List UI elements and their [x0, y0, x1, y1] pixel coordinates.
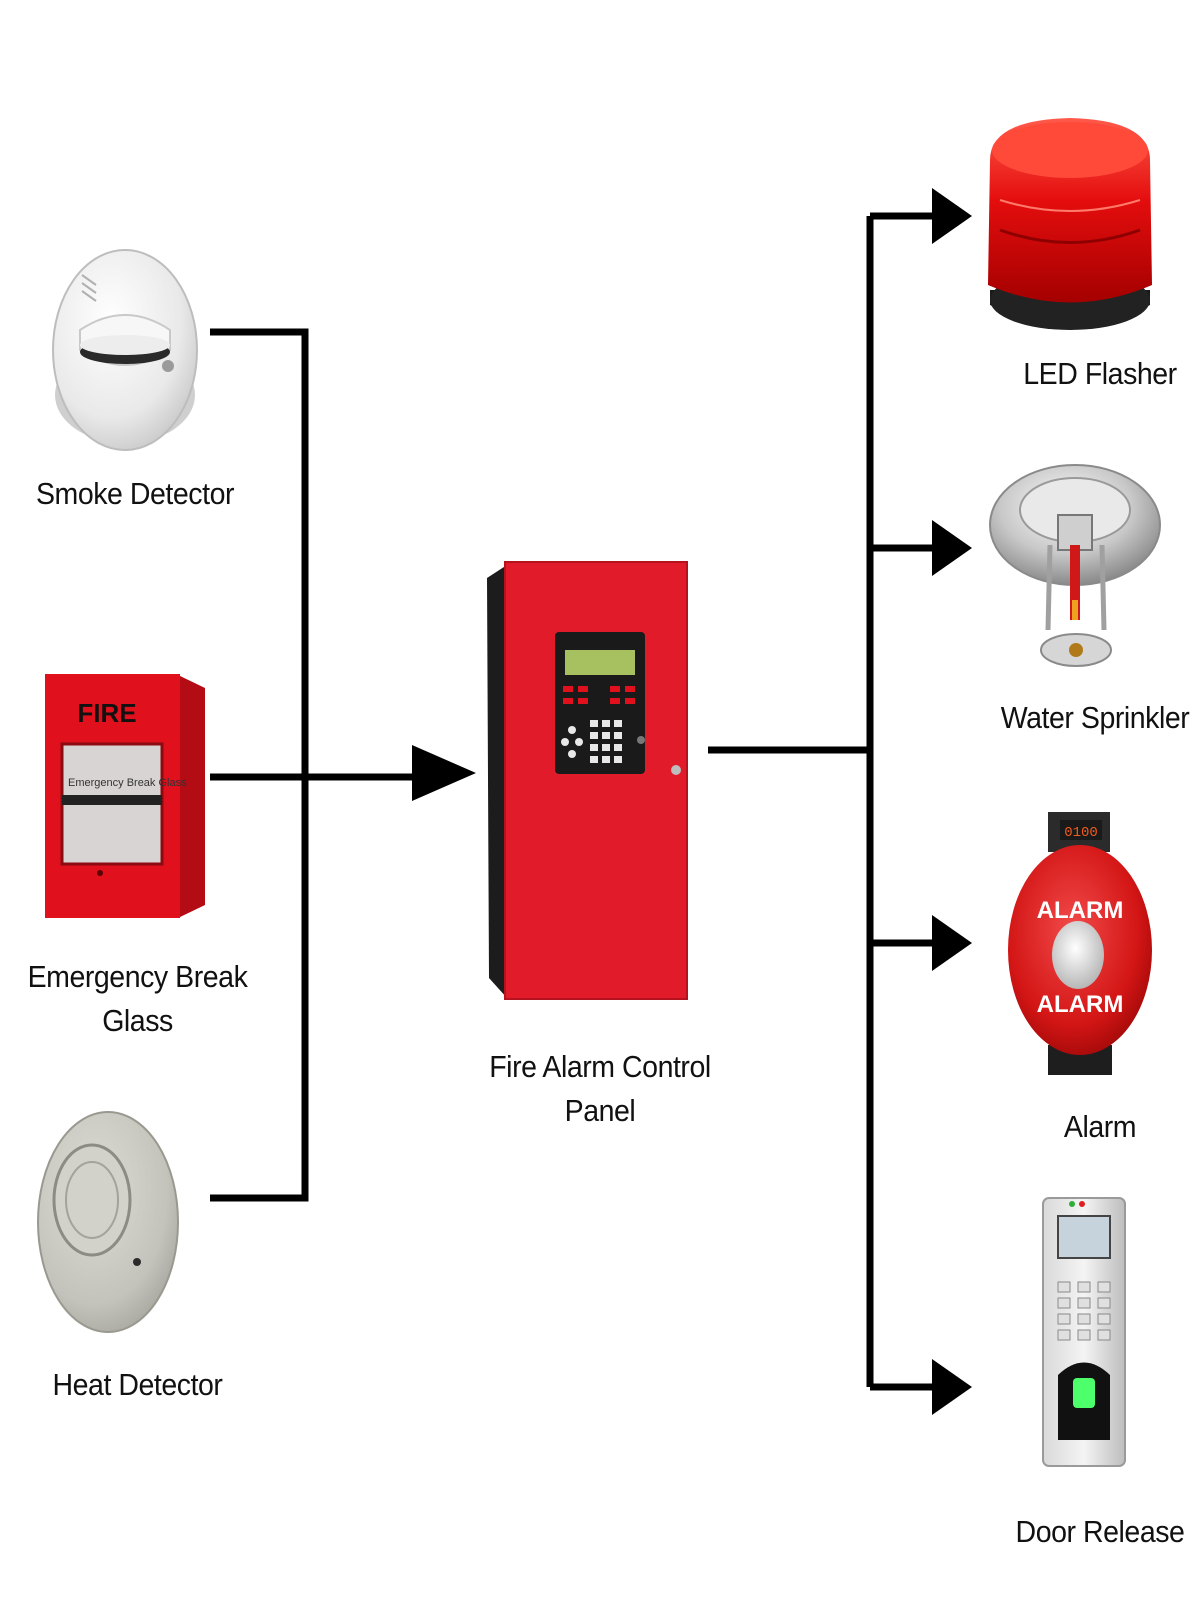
emergency-break-glass-label: Emergency Break Glass — [25, 955, 250, 1043]
smoke-detector-label-text: Smoke Detector — [36, 476, 234, 511]
bell-display: 0100 — [1064, 825, 1098, 841]
input-bus-line — [210, 332, 305, 1198]
door-release-icon — [1043, 1198, 1125, 1466]
led-flasher-label: LED Flasher — [1008, 352, 1192, 396]
led-flasher-label-text: LED Flasher — [1023, 356, 1176, 391]
emergency-break-glass-label-line2: Glass — [25, 999, 250, 1043]
bell-text-top: ALARM — [1037, 897, 1124, 924]
smoke-detector-icon — [53, 250, 197, 450]
arrow-door-icon — [932, 1359, 972, 1415]
arrow-to-panel-icon — [412, 745, 476, 801]
alarm-label: Alarm — [1026, 1105, 1173, 1149]
door-release-label: Door Release — [1008, 1510, 1192, 1554]
water-sprinkler-label: Water Sprinkler — [998, 696, 1191, 740]
fire-sign: FIRE — [77, 698, 136, 728]
alarm-label-text: Alarm — [1064, 1109, 1136, 1144]
heat-detector-icon — [38, 1112, 178, 1332]
arrow-sprinkler-icon — [932, 520, 972, 576]
arrow-alarm-icon — [932, 915, 972, 971]
water-sprinkler-icon — [990, 465, 1160, 666]
door-release-label-text: Door Release — [1016, 1514, 1185, 1549]
water-sprinkler-label-text: Water Sprinkler — [1001, 700, 1190, 735]
control-panel-label-text: Fire Alarm Control Panel — [489, 1049, 711, 1128]
bell-text-bottom: ALARM — [1037, 991, 1124, 1018]
control-panel-label: Fire Alarm Control Panel — [453, 1045, 747, 1133]
output-bus — [708, 216, 940, 1387]
svg-text:Emergency Break Glass: Emergency Break Glass — [68, 777, 187, 789]
alarm-bell-icon: 0100 ALARM ALARM — [1008, 812, 1152, 1075]
input-bus — [210, 332, 420, 1198]
emergency-break-glass-icon: Emergency Break Glass FIRE — [45, 674, 205, 918]
control-panel-icon — [487, 562, 687, 999]
heat-detector-label: Heat Detector — [39, 1363, 237, 1407]
heat-detector-label-text: Heat Detector — [53, 1367, 223, 1402]
emergency-break-glass-label-line1: Emergency Break — [25, 955, 250, 999]
smoke-detector-label: Smoke Detector — [29, 472, 241, 516]
arrow-led-icon — [932, 188, 972, 244]
led-flasher-icon — [988, 118, 1152, 330]
